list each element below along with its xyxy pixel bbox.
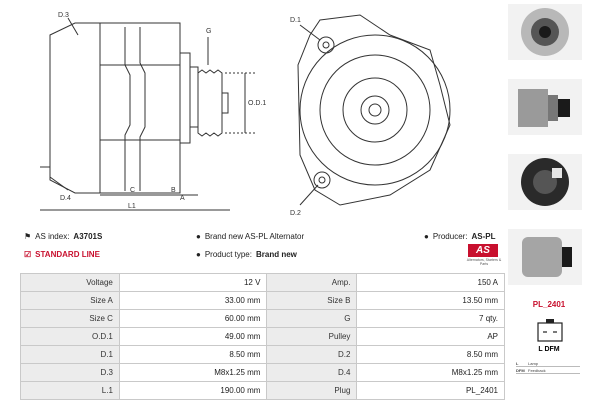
photo-angle[interactable] — [508, 229, 582, 285]
label-d3: D.3 — [58, 12, 69, 19]
technical-drawing: D.3 D.4 G O.D.1 C B A L1 D.1 D.2 — [40, 12, 451, 217]
photo-front[interactable] — [508, 4, 582, 60]
spec-value: 8.50 mm — [356, 345, 505, 364]
label-d2: D.2 — [290, 210, 301, 217]
spec-value: AP — [356, 327, 505, 346]
description-text: Brand new AS-PL Alternator — [204, 232, 305, 241]
spec-value: M8x1.25 mm — [118, 363, 268, 382]
label-d1: D.1 — [290, 17, 301, 24]
label-od1: O.D.1 — [248, 100, 266, 107]
plug-title: PL_2401 — [532, 300, 566, 309]
plug-pins-label: L DFM — [538, 346, 559, 353]
as-index-label: AS index: — [35, 232, 70, 241]
info-icon: ● — [196, 250, 201, 259]
label-d4: D.4 — [60, 195, 71, 202]
spec-label: Pulley — [266, 327, 358, 346]
spec-label: L.1 — [20, 381, 120, 400]
spec-label: Size A — [20, 291, 120, 310]
product-photos — [508, 4, 586, 304]
spec-value: 12 V — [118, 273, 268, 292]
check-icon: ☑ — [24, 250, 32, 259]
label-c: C — [130, 187, 135, 194]
spec-label: D.3 — [20, 363, 120, 382]
spec-label: D.2 — [266, 345, 358, 364]
spec-value: 190.00 mm — [118, 381, 268, 400]
producer-label: Producer: — [432, 232, 468, 241]
spec-label: G — [266, 309, 358, 328]
spec-value: 49.00 mm — [118, 327, 268, 346]
standard-line-text: STANDARD LINE — [35, 250, 100, 259]
product-type: ● Product type: Brand new — [196, 250, 297, 259]
spec-value: 60.00 mm — [118, 309, 268, 328]
product-info: ⚑ AS index: A3701S ● Brand new AS-PL Alt… — [20, 228, 505, 268]
product-type-label: Product type: — [204, 250, 252, 259]
label-g: G — [206, 28, 211, 35]
producer: ● Producer: AS-PL — [424, 232, 496, 241]
spec-label: Size C — [20, 309, 120, 328]
info-icon: ● — [424, 232, 429, 241]
photo-side[interactable] — [508, 79, 582, 135]
plug-section: PL_2401 L DFM — [516, 300, 582, 358]
logo-text: AS — [468, 244, 498, 257]
standard-line: ☑ STANDARD LINE — [24, 250, 100, 259]
spec-value: 150 A — [356, 273, 505, 292]
product-type-value: Brand new — [255, 250, 297, 259]
description: ● Brand new AS-PL Alternator — [196, 232, 304, 241]
brand-logo: AS Alternators, Starters & Parts — [467, 244, 501, 266]
spec-label: Plug — [266, 381, 358, 400]
label-l1: L1 — [128, 203, 136, 210]
spec-label: D.4 — [266, 363, 358, 382]
plug-connector-diagram: L DFM — [537, 319, 563, 353]
label-b: B — [171, 187, 176, 194]
spec-label: Amp. — [266, 273, 358, 292]
spec-value: 7 qty. — [356, 309, 505, 328]
tag-icon: ⚑ — [24, 232, 32, 241]
spec-value: 33.00 mm — [118, 291, 268, 310]
spec-value: M8x1.25 mm — [356, 363, 505, 382]
as-index-value: A3701S — [73, 232, 103, 241]
spec-label: O.D.1 — [20, 327, 120, 346]
spec-value: 13.50 mm — [356, 291, 505, 310]
producer-value: AS-PL — [471, 232, 496, 241]
logo-subtitle: Alternators, Starters & Parts — [466, 258, 502, 266]
spec-value: PL_2401 — [356, 381, 505, 400]
as-index: ⚑ AS index: A3701S — [24, 232, 102, 241]
spec-label: D.1 — [20, 345, 120, 364]
label-a: A — [180, 195, 185, 202]
spec-value: 8.50 mm — [118, 345, 268, 364]
photo-rear[interactable] — [508, 154, 582, 210]
spec-label: Size B — [266, 291, 358, 310]
info-icon: ● — [196, 232, 201, 241]
spec-label: Voltage — [20, 273, 120, 292]
